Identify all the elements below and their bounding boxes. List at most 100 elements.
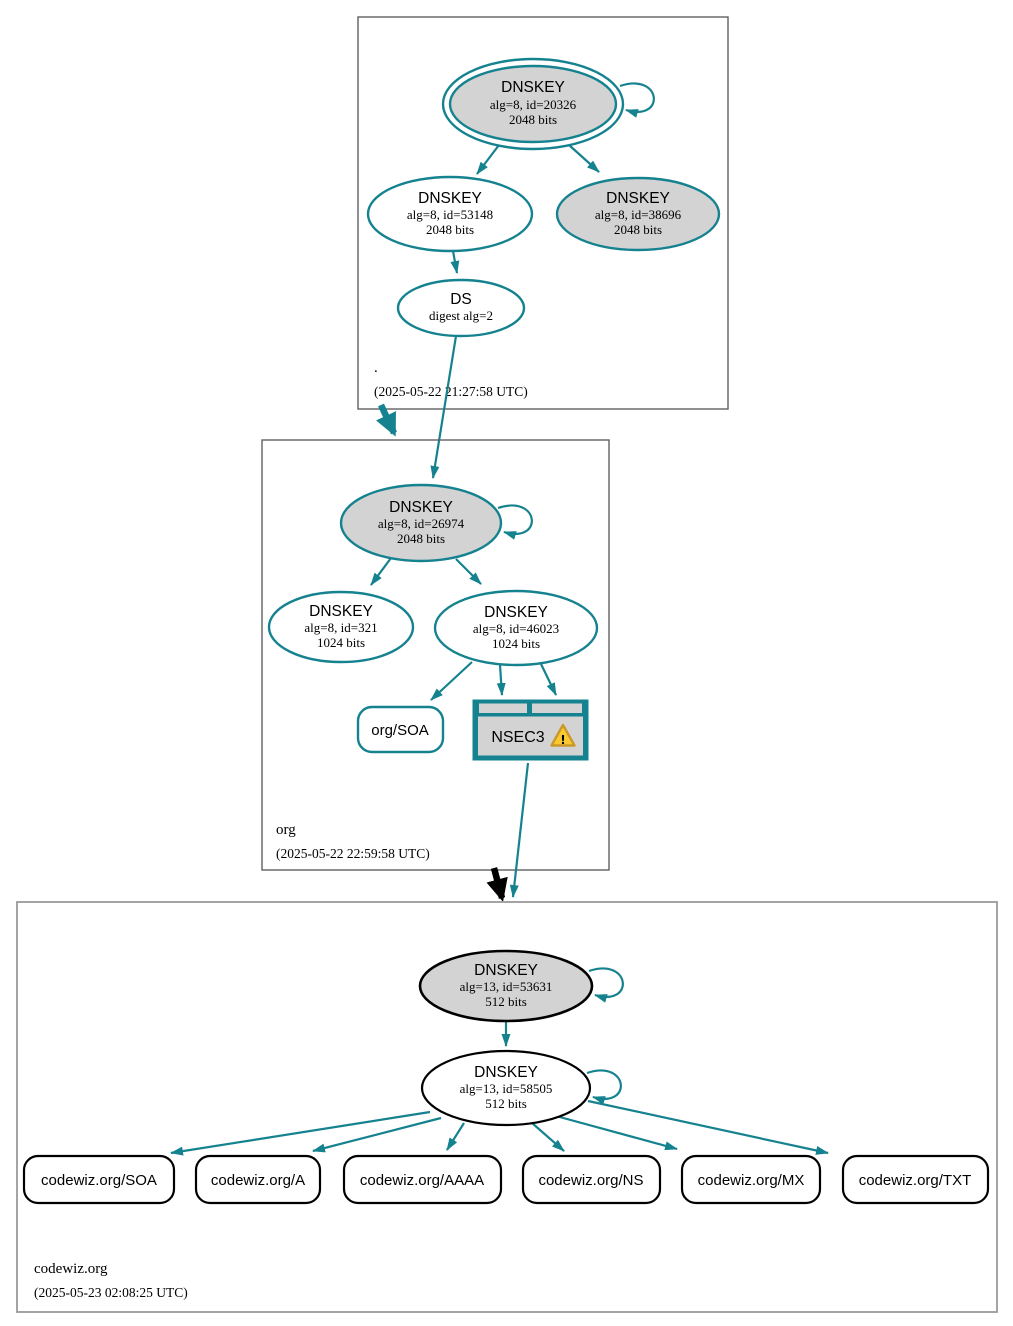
dnskey-321-title: DNSKEY [309, 603, 373, 620]
dnskey-node-53631[interactable]: DNSKEY alg=13, id=53631 512 bits [418, 949, 594, 1023]
edge-zsk-to-a [312, 1116, 442, 1153]
rrset-node-org-soa[interactable]: org/SOA [356, 705, 445, 754]
ds-node-org[interactable]: DS digest alg=2 [396, 278, 526, 338]
dnskey-53148-title: DNSKEY [418, 190, 482, 207]
rrset-node-codewiz-ns[interactable]: codewiz.org/NS [521, 1154, 662, 1205]
dnskey-321-detail: alg=8, id=321 [304, 620, 377, 635]
warning-triangle-icon: ! [550, 723, 576, 747]
edge-org-zsk2-to-nsec3-left [496, 664, 506, 696]
edge-root-zsk-to-ds [450, 250, 460, 274]
edge-zsk-to-ns [531, 1122, 565, 1152]
rrset-node-codewiz-aaaa[interactable]: codewiz.org/AAAA [342, 1154, 503, 1205]
dnskey-38696-ellipse [555, 176, 721, 252]
dnskey-58505-ellipse [420, 1049, 592, 1127]
rrset-codewiz-aaaa-label: codewiz.org/AAAA [360, 1172, 484, 1189]
dnskey-53631-bits: 512 bits [485, 994, 527, 1009]
dnskey-53148-ellipse [366, 175, 534, 253]
edge-root-ksk-selfsign [619, 82, 655, 118]
dnskey-node-20326[interactable]: DNSKEY alg=8, id=20326 2048 bits [441, 57, 625, 151]
dnskey-26974-ellipse [339, 483, 503, 563]
dnskey-53631-detail: alg=13, id=53631 [460, 979, 553, 994]
zone-label-org: org [276, 822, 296, 838]
dnskey-58505-title: DNSKEY [474, 1064, 538, 1081]
edge-org-zsk2-to-soa [430, 661, 473, 701]
rrset-codewiz-soa-box [22, 1154, 176, 1205]
zone-box-org: DNSKEY alg=8, id=26974 2048 bits DNSKEY … [261, 439, 610, 871]
dnskey-53631-title: DNSKEY [474, 962, 538, 979]
ds-title: DS [450, 291, 472, 308]
edge-org-ksk-selfsign [497, 504, 533, 540]
rrset-node-codewiz-mx[interactable]: codewiz.org/MX [680, 1154, 822, 1205]
delegation-arrow-root-to-org [376, 403, 397, 437]
rrset-node-codewiz-soa[interactable]: codewiz.org/SOA [22, 1154, 176, 1205]
ds-detail: digest alg=2 [429, 308, 493, 323]
zone-label-codewiz: codewiz.org [34, 1261, 108, 1277]
zone-border-root [357, 16, 729, 410]
dnskey-node-58505[interactable]: DNSKEY alg=13, id=58505 512 bits [420, 1049, 592, 1127]
rrset-codewiz-txt-label: codewiz.org/TXT [859, 1172, 972, 1189]
rrset-codewiz-ns-box [521, 1154, 662, 1205]
edge-zsk-to-txt [587, 1099, 829, 1155]
dnskey-53631-ellipse [418, 949, 594, 1023]
dnskey-26974-title: DNSKEY [389, 499, 453, 516]
rrset-codewiz-soa-label: codewiz.org/SOA [41, 1172, 157, 1189]
dnskey-node-38696[interactable]: DNSKEY alg=8, id=38696 2048 bits [555, 176, 721, 252]
dnskey-46023-ellipse [433, 589, 599, 667]
edge-codewiz-zsk-selfsign [586, 1069, 622, 1105]
nsec3-label: NSEC3 [491, 729, 544, 746]
edge-root-ksk-to-zsk [476, 144, 500, 175]
edge-zsk-to-soa [170, 1110, 431, 1156]
dnskey-node-321[interactable]: DNSKEY alg=8, id=321 1024 bits [267, 590, 415, 664]
dnskey-38696-bits: 2048 bits [614, 222, 662, 237]
zone-timestamp-codewiz: (2025-05-23 02:08:25 UTC) [34, 1285, 188, 1300]
rrset-codewiz-mx-label: codewiz.org/MX [698, 1172, 805, 1189]
dnskey-58505-detail: alg=13, id=58505 [460, 1081, 553, 1096]
edge-zsk-to-aaaa [446, 1122, 465, 1151]
dnskey-58505-bits: 512 bits [485, 1096, 527, 1111]
nsec3-header-cell-right [532, 703, 582, 713]
dnskey-node-53148[interactable]: DNSKEY alg=8, id=53148 2048 bits [366, 175, 534, 253]
dnskey-321-ellipse [267, 590, 415, 664]
warning-exclamation: ! [560, 733, 565, 747]
rrset-org-soa-label: org/SOA [371, 722, 429, 739]
edge-org-zsk2-to-nsec3-right [540, 663, 557, 696]
rrset-codewiz-txt-box [841, 1154, 990, 1205]
rrset-org-soa-box [356, 705, 445, 754]
zone-timestamp-org: (2025-05-22 22:59:58 UTC) [276, 846, 430, 861]
rrset-codewiz-mx-box [680, 1154, 822, 1205]
dnskey-321-bits: 1024 bits [317, 635, 365, 650]
warning-triangle-shape [550, 723, 576, 747]
ds-ellipse [396, 278, 526, 338]
rrset-codewiz-a-box [194, 1154, 322, 1205]
edge-root-ksk-to-standby [568, 144, 600, 173]
rrset-codewiz-ns-label: codewiz.org/NS [538, 1172, 643, 1189]
rrset-codewiz-a-label: codewiz.org/A [211, 1172, 305, 1189]
edge-org-ksk-to-zsk1 [370, 557, 392, 586]
dnskey-53148-bits: 2048 bits [426, 222, 474, 237]
edge-zsk-to-mx [555, 1114, 678, 1151]
dnskey-46023-title: DNSKEY [484, 604, 548, 621]
dnskey-20326-bits: 2048 bits [509, 112, 557, 127]
dnskey-38696-detail: alg=8, id=38696 [595, 207, 682, 222]
zone-label-root: . [374, 360, 378, 376]
dnskey-20326-detail: alg=8, id=20326 [490, 97, 577, 112]
edge-ds-to-org-ksk [430, 335, 458, 479]
delegation-arrow-org-to-codewiz [486, 867, 508, 902]
dnskey-26974-bits: 2048 bits [397, 531, 445, 546]
zone-box-root: DNSKEY alg=8, id=20326 2048 bits DNSKEY … [357, 16, 729, 410]
rrset-codewiz-aaaa-box [342, 1154, 503, 1205]
dnskey-46023-bits: 1024 bits [492, 636, 540, 651]
nsec3-node[interactable]: NSEC3 ! [472, 699, 589, 761]
edge-nsec3-to-codewiz-zone [509, 762, 530, 898]
dnskey-38696-title: DNSKEY [606, 190, 670, 207]
edge-org-ksk-to-zsk2 [455, 558, 482, 585]
dnskey-20326-inner-ring [448, 64, 618, 144]
dnskey-node-46023[interactable]: DNSKEY alg=8, id=46023 1024 bits [433, 589, 599, 667]
dnskey-53148-detail: alg=8, id=53148 [407, 207, 493, 222]
dnskey-26974-detail: alg=8, id=26974 [378, 516, 465, 531]
rrset-node-codewiz-a[interactable]: codewiz.org/A [194, 1154, 322, 1205]
rrset-node-codewiz-txt[interactable]: codewiz.org/TXT [841, 1154, 990, 1205]
dnskey-node-26974[interactable]: DNSKEY alg=8, id=26974 2048 bits [339, 483, 503, 563]
